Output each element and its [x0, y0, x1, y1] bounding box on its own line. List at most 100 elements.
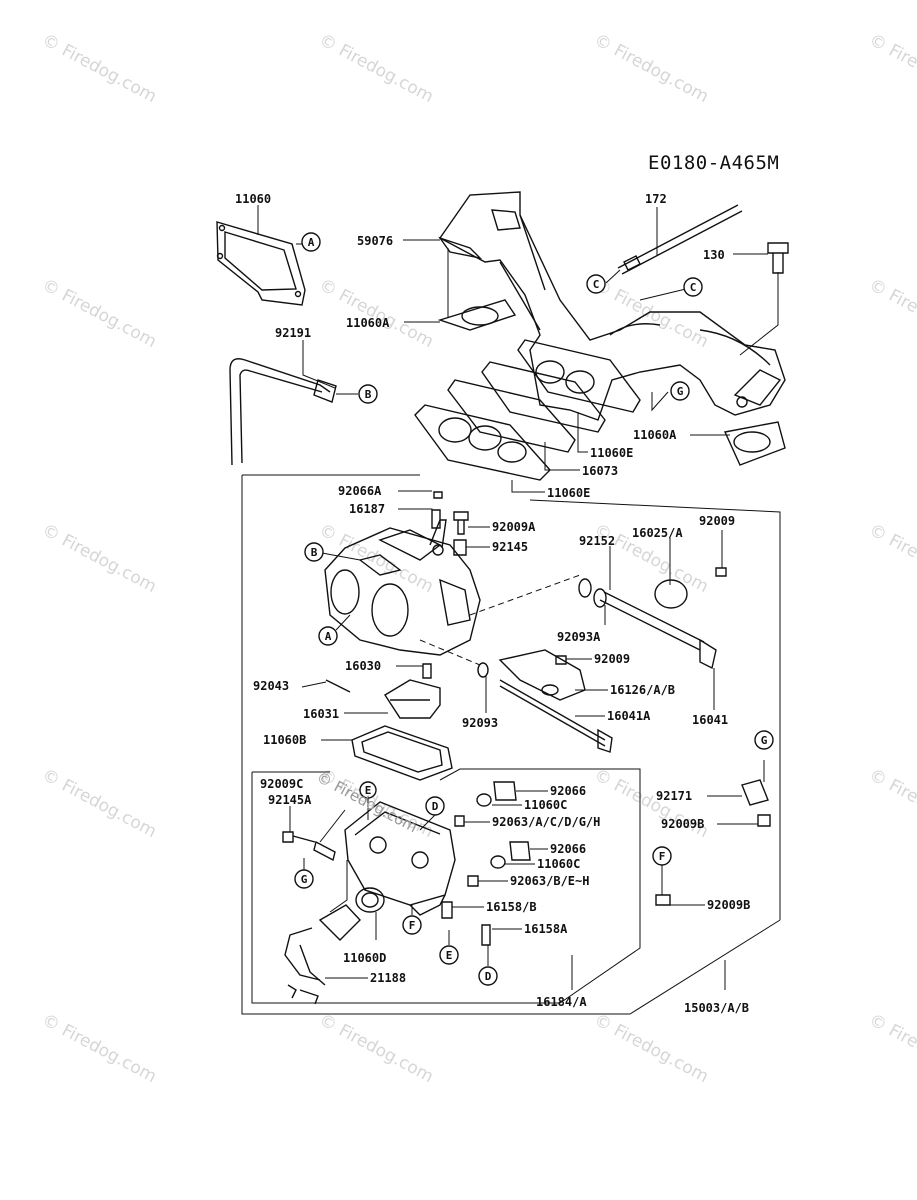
- part-label: 16158/B: [486, 900, 537, 914]
- insulator-plates-part: [414, 339, 641, 481]
- ref-circle-a: [318, 626, 338, 646]
- oring-11060d-part: [355, 887, 385, 913]
- part-label: 92191: [275, 326, 311, 340]
- dash-line: [419, 639, 481, 666]
- part-label: 16025/A: [632, 526, 683, 540]
- part-label: 92063/A/C/D/G/H: [492, 815, 600, 829]
- ref-letters: A B C C G B A D E G F E D G F: [301, 236, 768, 983]
- ref-letter: E: [446, 949, 453, 962]
- part-label: 11060D: [343, 951, 386, 965]
- ref-circle-f: [402, 915, 422, 935]
- ref-letter: A: [325, 630, 332, 643]
- part-label: 16041: [692, 713, 728, 727]
- part-label: 92009: [594, 652, 630, 666]
- ref-letter: B: [365, 388, 372, 401]
- part-label: 16030: [345, 659, 381, 673]
- part-label: 92009B: [707, 898, 750, 912]
- part-labels: 11060 92191 59076 11060A 172 130 11060A …: [235, 192, 750, 1015]
- part-label: 11060A: [346, 316, 390, 330]
- part-label: 92009C: [260, 777, 303, 791]
- ref-letter: G: [761, 734, 768, 747]
- ref-circle-c: [683, 277, 703, 297]
- ref-circle-f: [652, 846, 672, 866]
- part-label: 16073: [582, 464, 618, 478]
- ref-circle-g: [294, 869, 314, 889]
- dash-line: [469, 574, 581, 616]
- throttle-shaft-part: [578, 567, 727, 670]
- diagram-code: E0180-A465M: [648, 152, 780, 174]
- part-label: 16158A: [524, 922, 568, 936]
- ref-letter: D: [432, 800, 439, 813]
- part-label: 11060E: [590, 446, 633, 460]
- part-label: 92145A: [268, 793, 312, 807]
- float-bowl-part: [344, 801, 456, 916]
- part-label: 16187: [349, 502, 385, 516]
- part-label: 16031: [303, 707, 339, 721]
- part-label: 92171: [656, 789, 692, 803]
- part-label: 11060B: [263, 733, 306, 747]
- ref-letter: E: [365, 784, 372, 797]
- ref-circle-c: [586, 274, 606, 294]
- ref-circle-d: [425, 796, 445, 816]
- part-label: 11060C: [537, 857, 580, 871]
- ref-circle-a: [301, 232, 321, 252]
- part-label: 92066: [550, 842, 586, 856]
- part-label: 16184/A: [536, 995, 587, 1009]
- ref-circle-b: [358, 384, 378, 404]
- ref-letter: B: [311, 546, 318, 559]
- screw-92009c-part: [282, 831, 336, 862]
- ref-letter: C: [593, 278, 600, 291]
- solenoid-21188-part: [284, 904, 361, 1005]
- part-label: 21188: [370, 971, 406, 985]
- ref-letter: A: [308, 236, 315, 249]
- part-label: 92043: [253, 679, 289, 693]
- part-label: 92093A: [557, 630, 601, 644]
- outline-line: [241, 475, 781, 1015]
- part-label: 92093: [462, 716, 498, 730]
- float-16031-part: [325, 663, 441, 719]
- choke-plate-part: [477, 649, 613, 753]
- ref-circles: [294, 232, 774, 986]
- ref-circle-g: [670, 381, 690, 401]
- stud-172-part: [617, 204, 743, 275]
- part-label: 92009B: [661, 817, 704, 831]
- part-label: 130: [703, 248, 725, 262]
- part-label: 11060: [235, 192, 271, 206]
- ref-circle-e: [439, 945, 459, 965]
- leader-lines: [257, 205, 779, 990]
- ref-circle-g: [754, 730, 774, 750]
- ref-letter: F: [409, 919, 416, 932]
- part-label: 92152: [579, 534, 615, 548]
- part-label: 172: [645, 192, 667, 206]
- part-label: 92066A: [338, 484, 382, 498]
- hose-92191-part: [229, 358, 337, 466]
- part-label: 15003/A/B: [684, 1001, 749, 1015]
- part-label: 11060C: [524, 798, 567, 812]
- part-label: 92145: [492, 540, 528, 554]
- ref-letter: F: [659, 850, 666, 863]
- carburetor-body-part: [324, 519, 481, 656]
- outline-line: [529, 499, 781, 920]
- jets-part: [441, 781, 531, 946]
- gasket-11060-part: [216, 221, 306, 306]
- ref-circle-b: [304, 542, 324, 562]
- ref-letter: C: [690, 281, 697, 294]
- part-label: 92066: [550, 784, 586, 798]
- part-label: 11060E: [547, 486, 590, 500]
- part-label: 11060A: [633, 428, 677, 442]
- part-label: 16126/A/B: [610, 683, 675, 697]
- part-label: 92063/B/E~H: [510, 874, 589, 888]
- part-label: 59076: [357, 234, 393, 248]
- ref-circle-e: [359, 781, 377, 799]
- gasket-11060b-part: [351, 725, 453, 781]
- screw-92009a-part: [431, 491, 469, 556]
- part-label: 92009A: [492, 520, 536, 534]
- outline-line: [251, 768, 641, 1004]
- ref-circle-d: [478, 966, 498, 986]
- part-label: 92009: [699, 514, 735, 528]
- ref-letter: G: [301, 873, 308, 886]
- ref-letter: G: [677, 385, 684, 398]
- ref-letter: D: [485, 970, 492, 983]
